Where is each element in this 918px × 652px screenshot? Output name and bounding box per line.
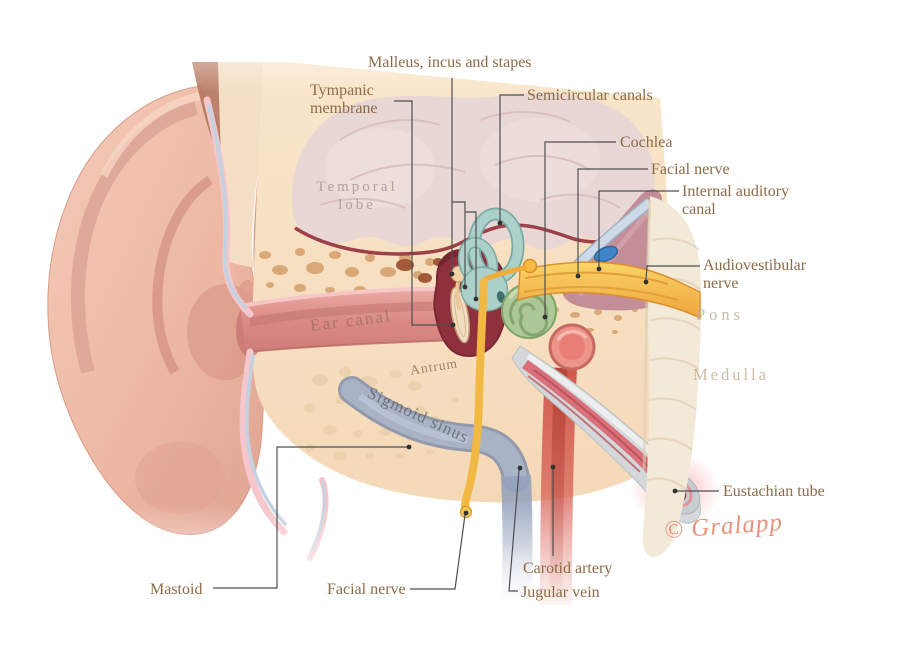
label-line: Internal auditory — [682, 183, 790, 200]
temporal-lobe-brain — [291, 92, 655, 256]
label-jugular-vein: Jugular vein — [521, 584, 600, 601]
label-internal-auditory-canal: Internal auditory canal — [682, 183, 789, 219]
label-facial-nerve-upper: Facial nerve — [651, 161, 730, 178]
label-medulla: Medulla — [693, 365, 769, 384]
label-malleus-incus-stapes: Malleus, incus and stapes — [368, 54, 532, 71]
label-line: Temporal — [316, 179, 398, 195]
ear-canal — [236, 286, 463, 357]
label-temporal-lobe: Temporal lobe — [312, 178, 402, 214]
label-line: canal — [682, 201, 716, 218]
artist-signature: © Gralapp — [663, 508, 784, 545]
label-tympanic-membrane: Tympanic membrane — [310, 82, 378, 118]
label-line: lobe — [338, 197, 376, 213]
top-fade — [150, 0, 570, 92]
leader-lines — [213, 78, 719, 592]
brain-gyri — [319, 111, 621, 209]
label-semicircular-canals: Semicircular canals — [527, 87, 653, 104]
label-line: Tympanic — [310, 82, 374, 99]
endolymphatic-sac — [593, 245, 619, 263]
label-line: nerve — [703, 275, 739, 292]
label-cochlea: Cochlea — [620, 134, 673, 151]
label-line: Audiovestibular — [703, 257, 807, 274]
label-facial-nerve-lower: Facial nerve — [327, 581, 406, 598]
right-fade — [693, 140, 918, 580]
label-audiovestibular-nerve: Audiovestibular nerve — [703, 257, 806, 293]
label-eustachian-tube: Eustachian tube — [723, 483, 825, 500]
label-mastoid: Mastoid — [150, 581, 203, 598]
sigmoid-sinus — [338, 376, 530, 492]
label-carotid-artery: Carotid artery — [523, 560, 613, 577]
outer-ear-pinna — [47, 85, 268, 536]
carotid-canal-ring — [548, 323, 596, 371]
bottom-fade — [0, 505, 540, 635]
label-pons: Pons — [696, 305, 745, 324]
label-line: membrane — [310, 100, 378, 117]
leader-dots — [406, 220, 678, 516]
